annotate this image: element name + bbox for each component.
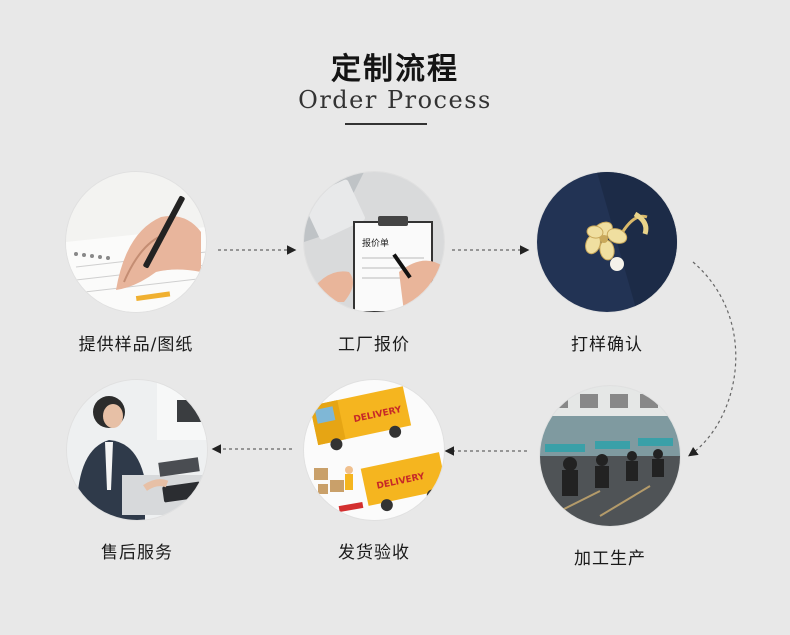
arrow-step3-to-step4 — [690, 262, 736, 455]
